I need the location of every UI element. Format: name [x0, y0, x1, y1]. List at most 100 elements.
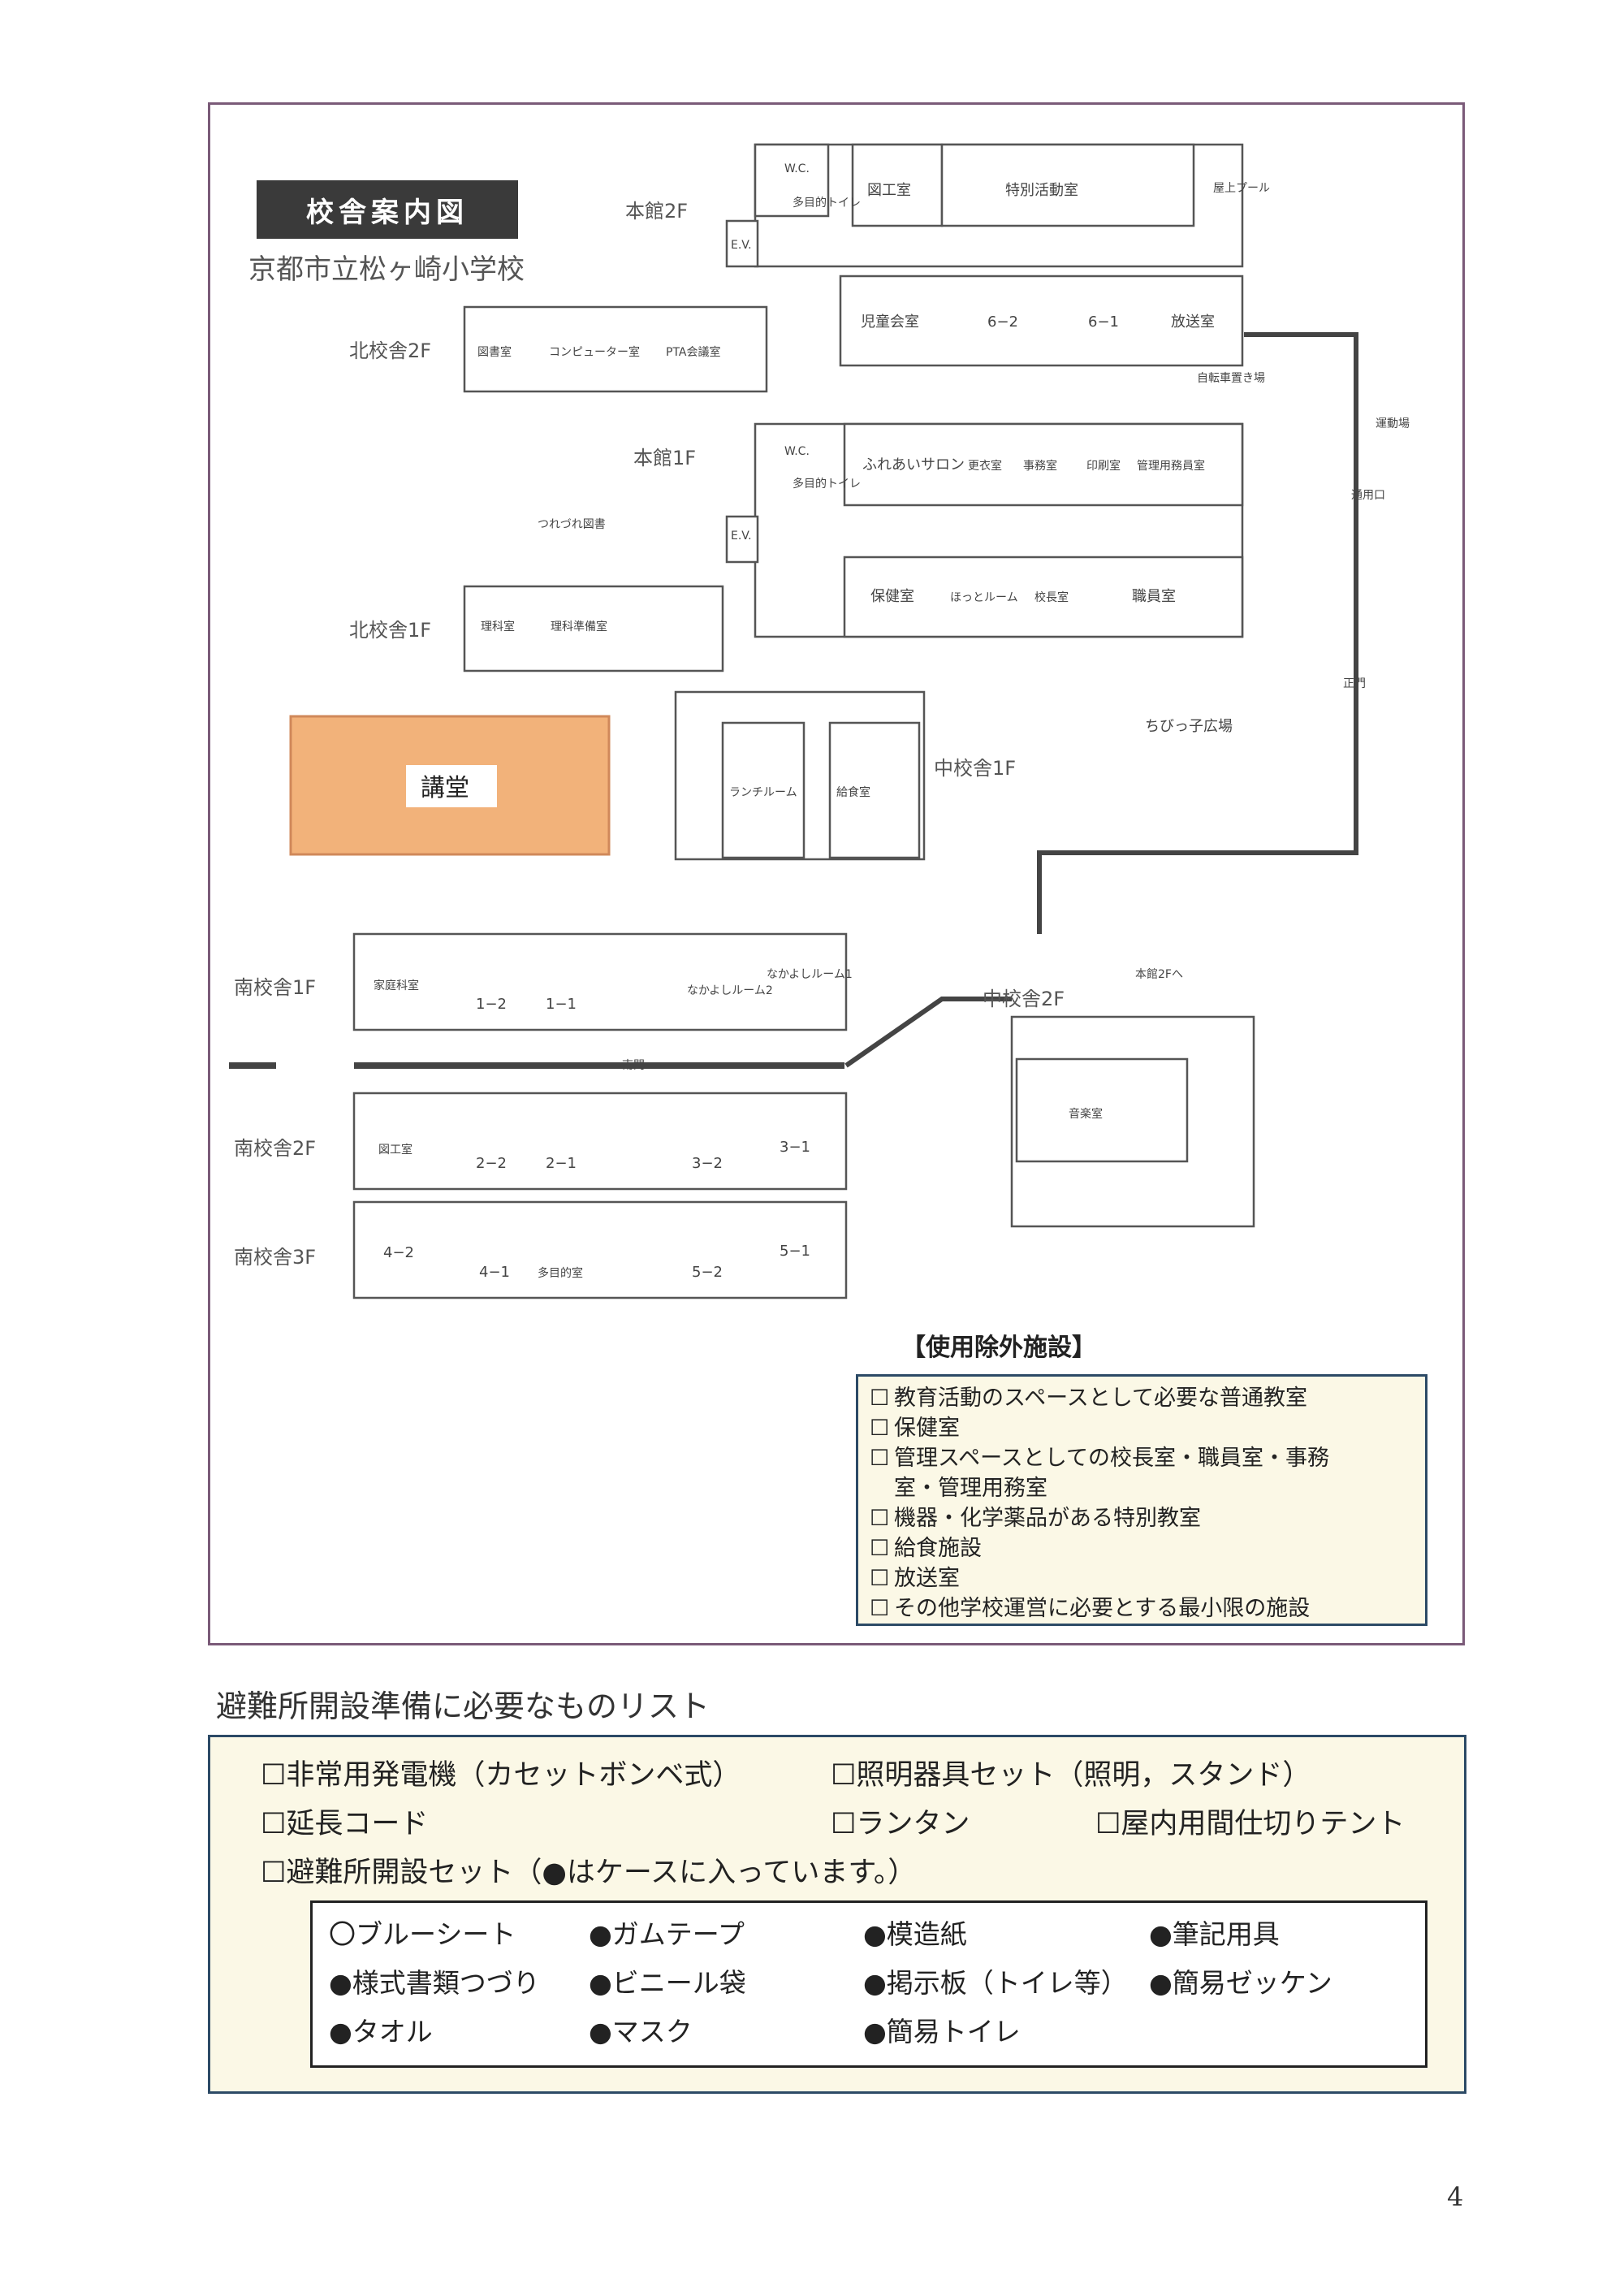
excluded-item: ☐機器・化学薬品がある特別教室	[870, 1503, 1414, 1533]
honkan-2f-south-block	[839, 275, 1244, 367]
honkan-2f-wc-block	[754, 143, 830, 218]
checkbox-icon: ☐	[870, 1446, 890, 1471]
set-item: ●マスク	[589, 2016, 693, 2047]
minami-2f-building	[352, 1092, 848, 1191]
room-wc-2f: W.C.	[784, 162, 810, 175]
room-4-2: 4−2	[383, 1244, 414, 1261]
room-3-1: 3−1	[780, 1139, 810, 1156]
need-item-cord: ☐延長コード	[261, 1808, 429, 1840]
room-wc-1f: W.C.	[784, 445, 810, 458]
checkbox-icon: ☐	[870, 1386, 890, 1411]
need-item-generator: ☐非常用発電機（カセットボンベ式）	[261, 1759, 741, 1792]
ev-2f	[725, 219, 759, 268]
room-nakayoshi1: なかよしルーム1	[767, 968, 853, 981]
room-rika-junbi: 理科準備室	[551, 620, 607, 633]
room-5-2: 5−2	[692, 1264, 723, 1281]
room-fureai: ふれあいサロン	[862, 456, 965, 473]
set-item: ●模造紙	[863, 1918, 967, 1950]
excluded-item: ☐保健室	[870, 1413, 1414, 1443]
kyushoku-room	[828, 721, 921, 859]
room-kateika: 家庭科室	[374, 979, 419, 992]
shelter-set-box: 〇ブルーシート ●ガムテープ ●模造紙 ●筆記用具 ●様式書類つづり ●ビニール…	[310, 1900, 1427, 2068]
room-kyushoku: 給食室	[836, 785, 870, 799]
room-lunch: ランチルーム	[729, 786, 797, 799]
honkan-1f-south-rooms	[843, 556, 1244, 638]
label-honkan-1f: 本館1F	[633, 447, 696, 469]
room-pta: PTA会議室	[666, 345, 720, 359]
label-honkan-2f: 本館2F	[625, 200, 688, 223]
excluded-box: ☐教育活動のスペースとして必要な普通教室 ☐保健室 ☐管理スペースとしての校長室…	[856, 1374, 1427, 1626]
room-ongaku: 音楽室	[1069, 1107, 1103, 1121]
room-kanri: 管理用務員室	[1137, 459, 1205, 473]
room-koudou: 講堂	[421, 774, 469, 802]
label-undoujou: 運動場	[1376, 417, 1410, 430]
kita-1f-building	[463, 585, 724, 672]
checkbox-icon: ☐	[870, 1416, 890, 1441]
excluded-item: ☐教育活動のスペースとして必要な普通教室	[870, 1383, 1414, 1413]
need-item-lighting: ☐照明器具セット（照明，スタンド）	[831, 1759, 1311, 1792]
room-computer: コンピューター室	[549, 345, 640, 359]
label-minami-3f: 南校舎3F	[234, 1246, 316, 1269]
room-toilet-2f: 多目的トイレ	[793, 196, 861, 210]
fence-line	[1037, 332, 1358, 934]
room-jidoukai: 児童会室	[861, 313, 919, 331]
excluded-item: ☐放送室	[870, 1563, 1414, 1593]
room-insatsu: 印刷室	[1086, 459, 1121, 473]
label-minami-2f: 南校舎2F	[234, 1137, 316, 1160]
ongaku-room	[1015, 1057, 1189, 1163]
set-item: ●掲示板（トイレ等）	[863, 1967, 1128, 1999]
room-pool: 屋上プール	[1213, 182, 1270, 195]
minami-3f-building	[352, 1200, 848, 1299]
room-3-2: 3−2	[692, 1155, 723, 1172]
label-nanmon: 南門	[622, 1059, 645, 1072]
honkan-1f-north-rooms	[843, 422, 1244, 507]
needs-list-title: 避難所開設準備に必要なものリスト	[216, 1688, 710, 1724]
room-1-1: 1−1	[546, 996, 577, 1013]
set-item: ●ガムテープ	[589, 1918, 745, 1950]
room-4-1: 4−1	[479, 1264, 510, 1281]
need-item-set: ☐避難所開設セット（●はケースに入っています。）	[261, 1857, 917, 1889]
label-seimon: 正門	[1343, 677, 1366, 690]
room-6-1: 6−1	[1088, 313, 1119, 331]
set-item: 〇ブルーシート	[329, 1918, 516, 1950]
label-tsurezure: つれづれ図書	[538, 518, 606, 531]
minami-1f-building	[352, 932, 848, 1031]
label-jitensha: 自転車置き場	[1197, 371, 1265, 385]
room-tokubetsu-katsudou: 特別活動室	[1005, 182, 1078, 199]
excluded-item: ☐その他学校運営に必要とする最小限の施設	[870, 1593, 1414, 1624]
set-item: ●簡易トイレ	[863, 2016, 1021, 2047]
checkbox-icon: ☐	[870, 1536, 890, 1561]
set-item: ●筆記用具	[1149, 1918, 1280, 1950]
label-minami-1f: 南校舎1F	[234, 976, 316, 999]
set-item: ●様式書類つづり	[329, 1967, 540, 1999]
set-item: ●簡易ゼッケン	[1149, 1967, 1332, 1999]
room-tamokuteki: 多目的室	[538, 1266, 583, 1280]
koudou-highlight	[289, 715, 611, 856]
set-item: ●ビニール袋	[589, 1967, 746, 1999]
ev-1f	[725, 515, 759, 564]
room-toshoshitsu: 図書室	[477, 345, 512, 359]
room-jimu: 事務室	[1023, 459, 1057, 473]
room-kouchou: 校長室	[1034, 590, 1069, 604]
map-title-badge: 校舎案内図	[257, 180, 518, 239]
set-item: ●タオル	[329, 2016, 433, 2047]
room-zukoushitsu: 図工室	[867, 182, 911, 199]
need-item-lantern: ☐ランタン	[831, 1808, 970, 1840]
room-koui: 更衣室	[968, 459, 1002, 473]
room-hoken: 保健室	[870, 588, 914, 605]
label-naka-2f: 中校舎2F	[983, 988, 1065, 1010]
room-rika: 理科室	[481, 620, 515, 633]
label-honkan-2f-he: 本館2Fへ	[1135, 967, 1183, 981]
page-number: 4	[1447, 2181, 1464, 2212]
label-tsuyouguchi: 通用口	[1351, 489, 1385, 502]
excluded-title: 【使用除外施設】	[901, 1334, 1096, 1362]
checkbox-icon: ☐	[870, 1506, 890, 1531]
room-nakayoshi2: なかよしルーム2	[687, 984, 773, 997]
room-zukoushitsu-minami: 図工室	[378, 1143, 412, 1157]
kita-2f-building	[463, 305, 768, 393]
label-kita-2f: 北校舎2F	[349, 339, 431, 362]
label-naka-1f: 中校舎1F	[934, 757, 1016, 780]
checkbox-icon: ☐	[870, 1566, 890, 1591]
room-hotto: ほっとルーム	[950, 591, 1018, 604]
